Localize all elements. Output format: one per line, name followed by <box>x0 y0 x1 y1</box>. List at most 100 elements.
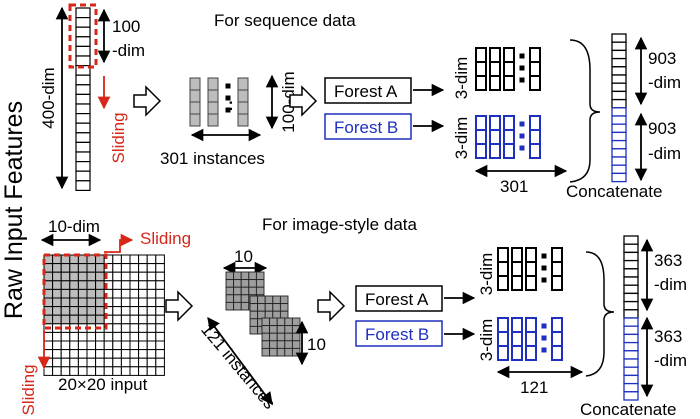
sequence-class-vectors-b <box>475 115 541 159</box>
grid-cell <box>52 263 62 273</box>
class-cell <box>525 275 537 291</box>
patch-cell <box>284 317 293 327</box>
grid-cell <box>155 314 165 325</box>
class-cell <box>503 61 515 77</box>
grid-cell <box>155 306 165 316</box>
class-cell <box>503 115 515 131</box>
grid-cell <box>129 349 140 359</box>
grid-cell <box>146 271 157 282</box>
class-cell <box>489 47 501 63</box>
patch-cell <box>249 295 259 305</box>
patch-cell <box>279 295 289 305</box>
grid-cell <box>77 280 88 290</box>
concat-cell <box>623 325 639 336</box>
grid-cell <box>112 254 122 265</box>
grid-cell <box>120 340 131 351</box>
patch-cell <box>284 347 293 357</box>
class-cell <box>525 345 537 361</box>
grid-cell <box>103 340 114 351</box>
grid-cell <box>69 357 79 368</box>
grid-cell <box>43 366 54 376</box>
grid-cell <box>60 349 71 359</box>
grid-cell <box>86 340 97 351</box>
sequence-forest-a-box <box>324 77 412 104</box>
class-cell <box>475 75 487 91</box>
sequence-window-dim-line2: -dim <box>112 41 145 60</box>
instance-dot <box>225 95 231 101</box>
vector-cell <box>75 180 91 192</box>
grid-cell <box>138 288 148 299</box>
sequence-forest-b-box <box>324 113 412 140</box>
patch-cell <box>255 279 265 288</box>
class-cell <box>529 47 541 63</box>
class-cell <box>489 61 501 77</box>
side-label: Raw Input Features <box>0 101 28 319</box>
patch-cell <box>272 303 281 312</box>
grid-cell <box>69 314 79 325</box>
patch-cell <box>248 279 257 288</box>
concat-cell <box>623 235 639 245</box>
image-input-label: 20×20 input <box>58 375 148 394</box>
grid-cell <box>120 254 131 265</box>
concat-cell <box>611 156 627 166</box>
grid-cell <box>112 271 122 282</box>
concat-cell <box>611 74 627 84</box>
patch-cell <box>233 294 242 303</box>
grid-cell <box>138 331 148 342</box>
class-dot <box>541 335 547 341</box>
class-dot <box>519 53 525 59</box>
patch-cell <box>269 317 278 327</box>
image-sliding-right-arrow <box>104 233 134 253</box>
patch-cell <box>261 317 271 327</box>
class-cell <box>529 75 541 91</box>
vector-cell <box>75 161 91 172</box>
grid-cell <box>77 314 88 325</box>
grid-cell <box>120 288 131 299</box>
grid-cell <box>120 263 131 273</box>
patch-cell <box>255 286 265 296</box>
patch-cell <box>284 332 293 342</box>
patch-cell <box>276 317 286 327</box>
instance-cell <box>237 77 249 91</box>
grid-cell <box>60 357 71 368</box>
grid-cell <box>60 306 71 316</box>
class-cell <box>511 275 523 291</box>
grid-cell <box>69 340 79 351</box>
class-cell <box>475 115 487 131</box>
grid-cell <box>43 349 54 359</box>
grid-cell <box>52 280 62 290</box>
concat-cell <box>623 333 639 344</box>
grid-cell <box>129 323 140 333</box>
vector-cell <box>75 36 91 47</box>
image-forest-b-label: Forest B <box>365 325 429 344</box>
vector-cell <box>75 103 91 115</box>
patch-cell <box>249 303 259 312</box>
image-instances-arrow <box>207 316 273 406</box>
grid-cell <box>138 349 148 359</box>
class-cell <box>503 47 515 63</box>
grid-cell <box>146 357 157 368</box>
image-class-vectors-b <box>497 317 563 361</box>
image-patches <box>225 271 301 357</box>
vector-cell <box>75 26 91 38</box>
patch-cell <box>291 347 301 357</box>
concat-cell <box>611 49 627 60</box>
grid-cell <box>52 314 62 325</box>
class-dot <box>541 253 547 259</box>
patch-cell <box>240 294 250 303</box>
patch-cell <box>261 332 271 342</box>
grid-cell <box>146 280 157 290</box>
class-cell <box>489 115 501 131</box>
grid-cell <box>86 297 97 308</box>
image-sliding-down-label: Sliding <box>19 364 38 415</box>
image-patch-height-label: 10 <box>307 335 326 354</box>
patch-cell <box>291 317 301 327</box>
concat-cell <box>611 82 627 93</box>
patch-cell <box>249 318 259 327</box>
grid-cell <box>129 297 140 308</box>
vector-cell <box>75 45 91 57</box>
sequence-class-vectors-a <box>475 47 541 91</box>
grid-cell <box>52 331 62 342</box>
grid-cell <box>77 288 88 299</box>
